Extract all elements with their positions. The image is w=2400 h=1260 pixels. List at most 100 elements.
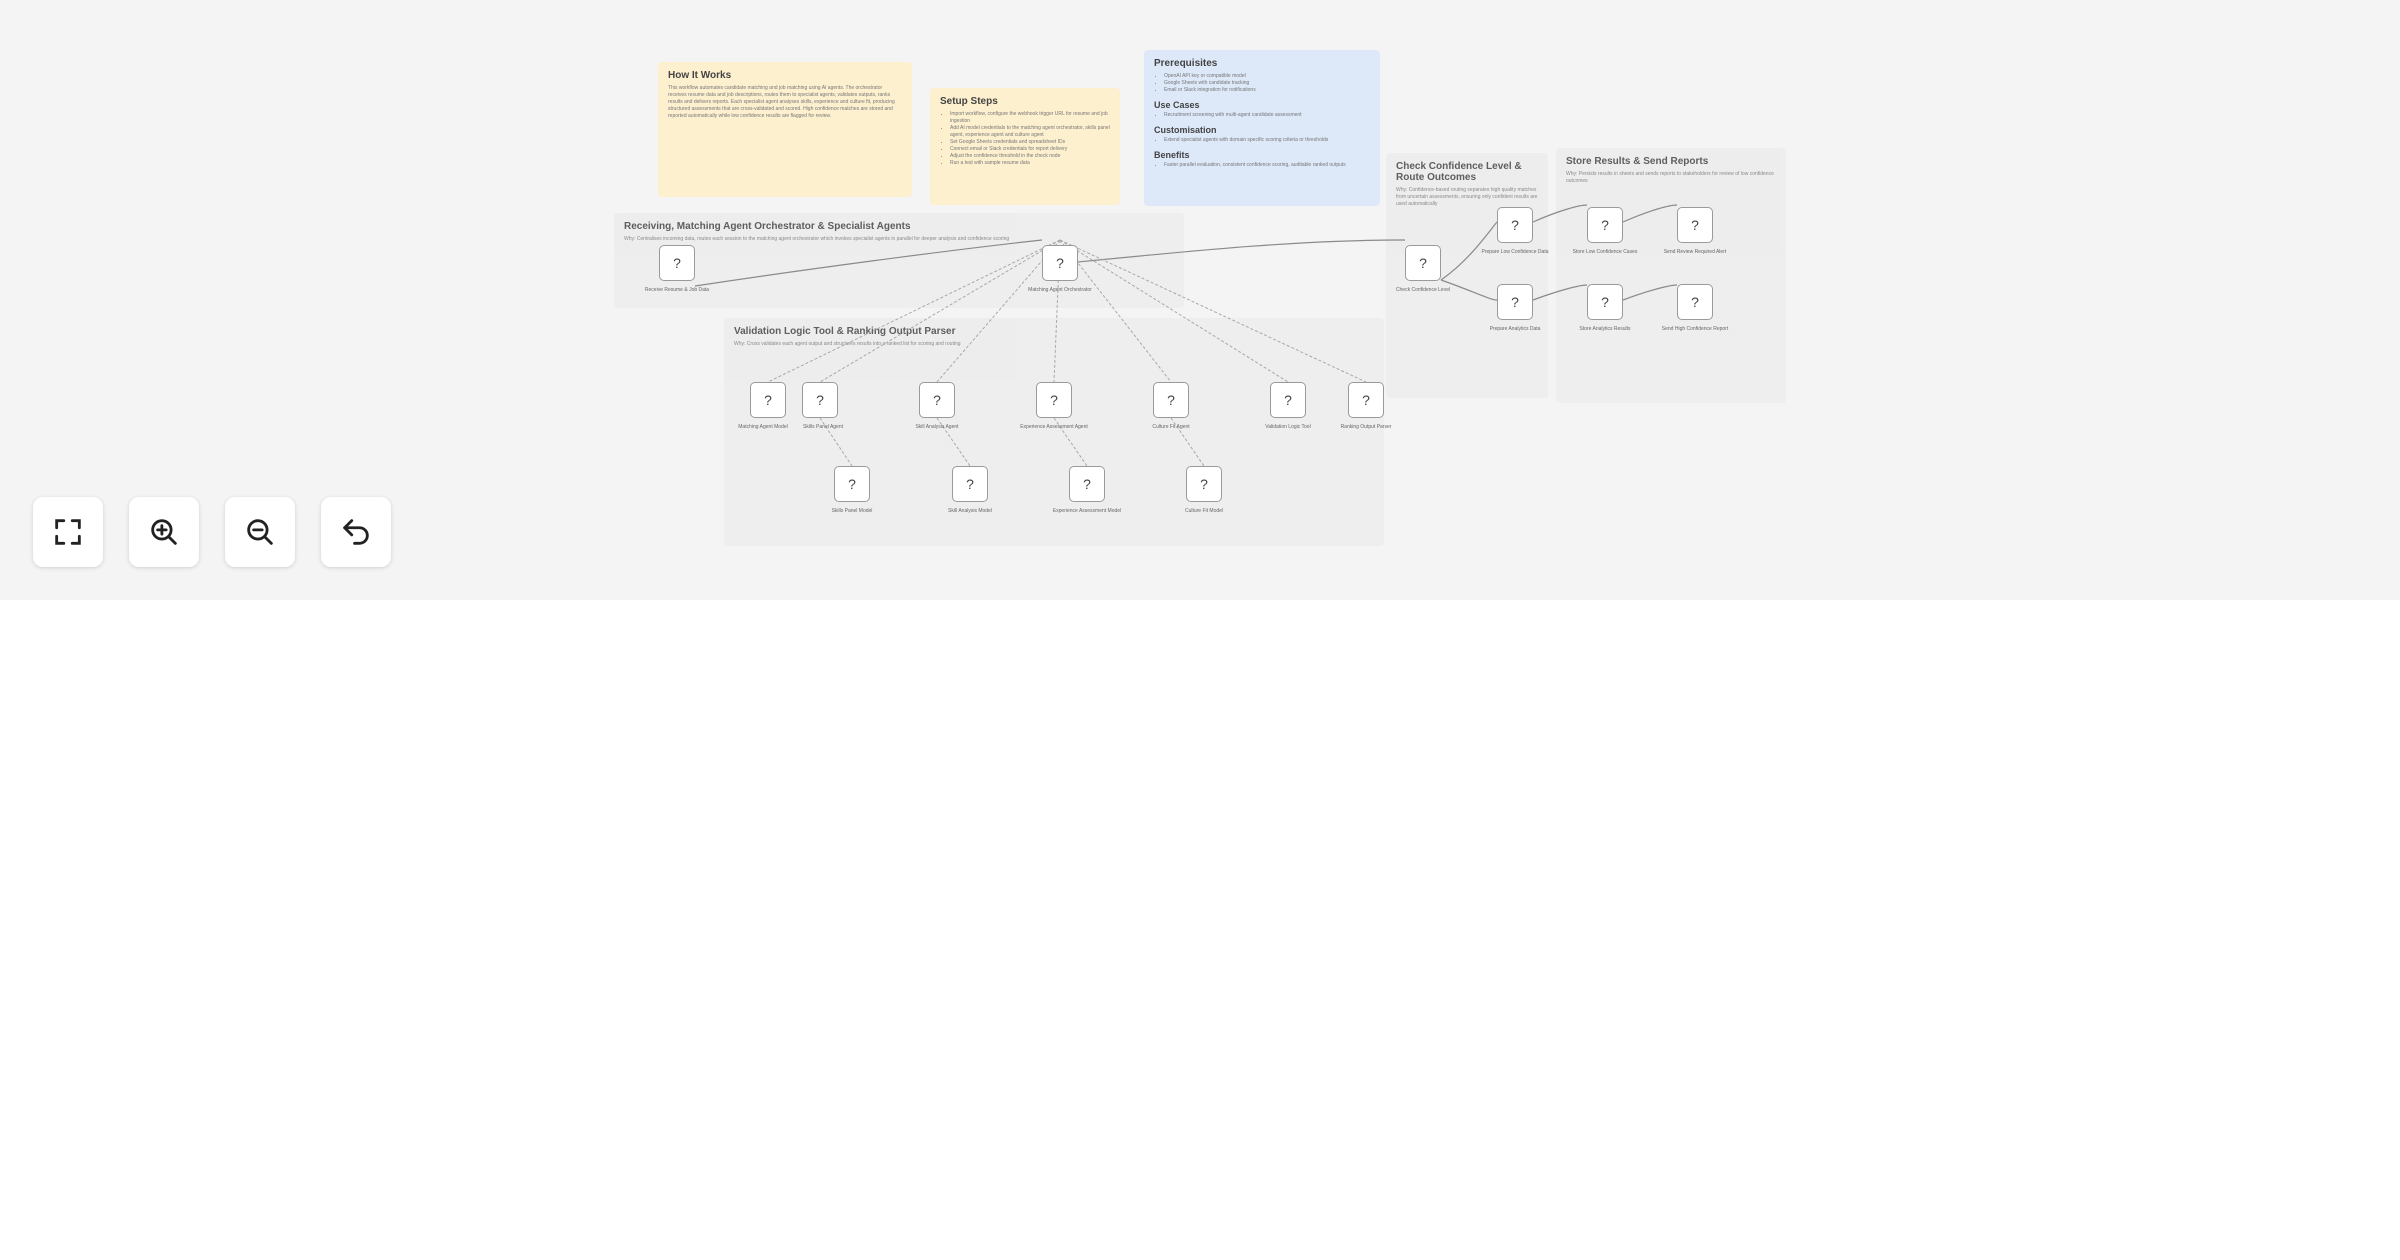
setup-step: Import workflow, configure the webhook t… (950, 111, 1110, 125)
unknown-node-icon: ? (1419, 255, 1427, 271)
customisation-list: Extend specialist agents with domain spe… (1154, 137, 1370, 144)
prepare-low-confidence-node[interactable]: ? (1497, 207, 1533, 243)
orchestrator-node[interactable]: ? (1042, 245, 1078, 281)
node-label: Store Low Confidence Cases (1572, 249, 1638, 255)
node-label: Send Review Required Alert (1663, 249, 1727, 255)
use-cases-list: Recruitment screening with multi-agent c… (1154, 112, 1370, 119)
prerequisite-item: OpenAI API key or compatible model (1164, 73, 1370, 80)
webhook-node[interactable]: ? (659, 245, 695, 281)
zoom-out-button[interactable] (225, 497, 295, 567)
prerequisite-item: Google Sheets with candidate tracking (1164, 80, 1370, 87)
zoom-out-icon (247, 519, 273, 545)
unknown-node-icon: ? (848, 476, 856, 492)
unknown-node-icon: ? (1167, 392, 1175, 408)
unknown-node-icon: ? (1056, 255, 1064, 271)
zoom-in-button[interactable] (129, 497, 199, 567)
workflow-canvas[interactable]: Receiving, Matching Agent Orchestrator &… (0, 0, 2400, 600)
section-note: Why: Centralises incoming data, routes e… (624, 236, 1010, 242)
section-title: Check Confidence Level & Route Outcomes (1396, 161, 1522, 183)
unknown-node-icon: ? (1200, 476, 1208, 492)
unknown-node-icon: ? (1691, 294, 1699, 310)
sticky-subtitle: Use Cases (1154, 100, 1200, 110)
sticky-prerequisites: Prerequisites OpenAI API key or compatib… (1144, 50, 1380, 206)
section-receiving: Receiving, Matching Agent Orchestrator &… (614, 213, 1184, 308)
node-label: Prepare Analytics Data (1489, 326, 1541, 332)
unknown-node-icon: ? (1050, 392, 1058, 408)
node-label: Matching Agent Orchestrator (1028, 287, 1092, 293)
sticky-subtitle: Customisation (1154, 125, 1217, 135)
skills-panel-model-node[interactable]: ? (834, 466, 870, 502)
node-label: Skills Panel Model (831, 508, 873, 514)
node-label: Culture Fit Model (1184, 508, 1224, 514)
setup-steps-list: Import workflow, configure the webhook t… (940, 111, 1110, 167)
node-label: Matching Agent Model (738, 424, 788, 430)
node-label: Experience Assessment Model (1052, 508, 1122, 514)
unknown-node-icon: ? (966, 476, 974, 492)
benefit-item: Faster parallel evaluation, consistent c… (1164, 162, 1370, 169)
experience-assessment-agent-node[interactable]: ? (1036, 382, 1072, 418)
unknown-node-icon: ? (1511, 217, 1519, 233)
section-title: Store Results & Send Reports (1566, 156, 1709, 167)
unknown-node-icon: ? (673, 255, 681, 271)
sticky-setup-steps: Setup Steps Import workflow, configure t… (930, 88, 1120, 205)
fit-view-button[interactable] (33, 497, 103, 567)
setup-step: Adjust the confidence threshold in the c… (950, 153, 1110, 160)
send-high-confidence-node[interactable]: ? (1677, 284, 1713, 320)
reset-zoom-icon (343, 519, 369, 545)
section-note: Why: Cross validates each agent output a… (734, 341, 961, 347)
experience-assessment-model-node[interactable]: ? (1069, 466, 1105, 502)
sticky-subtitle: Benefits (1154, 150, 1190, 160)
validation-logic-tool-node[interactable]: ? (1270, 382, 1306, 418)
zoom-in-icon (151, 519, 177, 545)
culture-fit-agent-node[interactable]: ? (1153, 382, 1189, 418)
sticky-title: How It Works (668, 70, 732, 81)
prerequisite-item: Email or Slack integration for notificat… (1164, 87, 1370, 94)
check-confidence-node[interactable]: ? (1405, 245, 1441, 281)
matching-agent-model-node[interactable]: ? (750, 382, 786, 418)
sticky-title: Prerequisites (1154, 58, 1218, 69)
reset-zoom-button[interactable] (321, 497, 391, 567)
benefits-list: Faster parallel evaluation, consistent c… (1154, 162, 1370, 169)
skills-panel-agent-node[interactable]: ? (802, 382, 838, 418)
node-label: Culture Fit Agent (1152, 424, 1190, 430)
unknown-node-icon: ? (1601, 217, 1609, 233)
unknown-node-icon: ? (1083, 476, 1091, 492)
skill-analysis-model-node[interactable]: ? (952, 466, 988, 502)
skill-analysis-agent-node[interactable]: ? (919, 382, 955, 418)
setup-step: Connect email or Slack credentials for r… (950, 146, 1110, 153)
unknown-node-icon: ? (1284, 392, 1292, 408)
sticky-title: Setup Steps (940, 96, 998, 107)
ranking-output-parser-node[interactable]: ? (1348, 382, 1384, 418)
fit-view-icon (55, 519, 81, 545)
sticky-body: This workflow automates candidate matchi… (668, 85, 895, 119)
node-label: Skills Panel Agent (802, 424, 844, 430)
node-label: Skill Analysis Model (948, 508, 992, 514)
setup-step: Set Google Sheets credentials and spread… (950, 139, 1110, 146)
unknown-node-icon: ? (816, 392, 824, 408)
node-label: Prepare Low Confidence Data (1481, 249, 1549, 255)
store-analytics-node[interactable]: ? (1587, 284, 1623, 320)
unknown-node-icon: ? (1691, 217, 1699, 233)
node-label: Validation Logic Tool (1265, 424, 1311, 430)
use-case-item: Recruitment screening with multi-agent c… (1164, 112, 1370, 119)
sticky-how-it-works: How It Works This workflow automates can… (658, 62, 912, 197)
unknown-node-icon: ? (933, 392, 941, 408)
node-label: Check Confidence Level (1395, 287, 1451, 293)
section-title: Receiving, Matching Agent Orchestrator &… (624, 221, 911, 232)
culture-fit-model-node[interactable]: ? (1186, 466, 1222, 502)
section-store: Store Results & Send Reports Why: Persis… (1556, 148, 1786, 403)
customisation-item: Extend specialist agents with domain spe… (1164, 137, 1370, 144)
node-label: Experience Assessment Agent (1020, 424, 1088, 430)
node-label: Send High Confidence Report (1661, 326, 1729, 332)
section-note: Why: Confidence-based routing separates … (1396, 187, 1538, 207)
unknown-node-icon: ? (1511, 294, 1519, 310)
section-note: Why: Persists results in sheets and send… (1566, 171, 1774, 184)
send-review-alert-node[interactable]: ? (1677, 207, 1713, 243)
section-title: Validation Logic Tool & Ranking Output P… (734, 326, 956, 337)
node-label: Skill Analysis Agent (915, 424, 959, 430)
store-low-confidence-node[interactable]: ? (1587, 207, 1623, 243)
node-label: Store Analytics Results (1579, 326, 1631, 332)
unknown-node-icon: ? (1601, 294, 1609, 310)
prepare-analytics-node[interactable]: ? (1497, 284, 1533, 320)
unknown-node-icon: ? (1362, 392, 1370, 408)
